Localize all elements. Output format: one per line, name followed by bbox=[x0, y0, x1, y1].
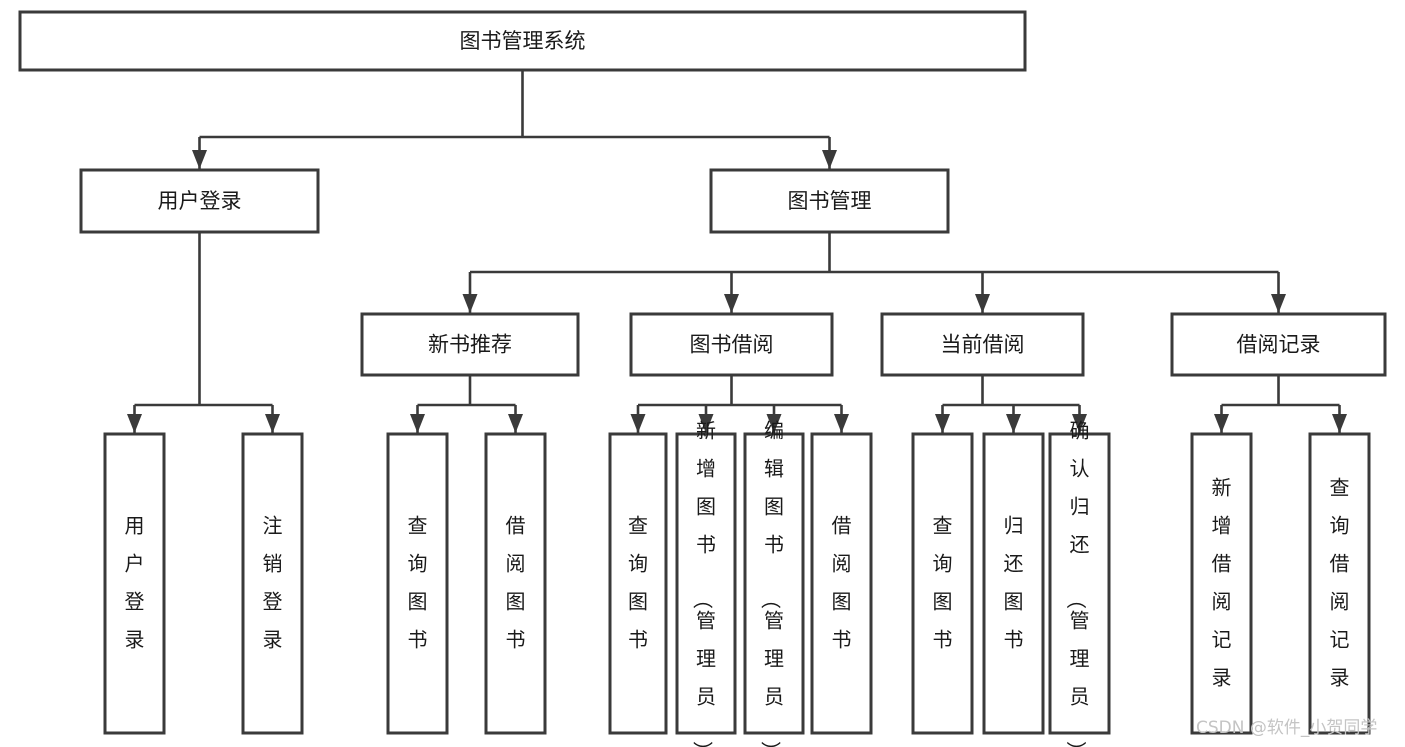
node-label: 查询借阅记录 bbox=[1330, 475, 1350, 689]
node-label: 新增借阅记录 bbox=[1212, 475, 1232, 689]
node-leaf-nb-borrow[interactable]: 借阅图书 bbox=[484, 432, 547, 735]
node-leaf-user-logout[interactable]: 注销登录 bbox=[241, 432, 304, 735]
node-box bbox=[675, 432, 737, 735]
node-label: 归还图书 bbox=[1004, 513, 1024, 651]
connector-layer bbox=[127, 70, 1347, 433]
node-box bbox=[103, 432, 166, 735]
node-box bbox=[709, 168, 950, 234]
node-login[interactable]: 用户登录 bbox=[79, 168, 320, 234]
node-label: 用户登录 bbox=[158, 189, 242, 213]
node-leaf-re-query[interactable]: 查询借阅记录 bbox=[1308, 432, 1371, 735]
node-box bbox=[608, 432, 668, 735]
node-box bbox=[79, 168, 320, 234]
node-box bbox=[18, 10, 1027, 72]
csdn-watermark: CSDN @软件_小贺同学 bbox=[1196, 718, 1377, 738]
arrowhead-icon bbox=[935, 414, 950, 433]
arrowhead-icon bbox=[265, 414, 280, 433]
arrowhead-icon bbox=[192, 150, 207, 169]
node-box bbox=[484, 432, 547, 735]
node-leaf-user-login[interactable]: 用户登录 bbox=[103, 432, 166, 735]
node-leaf-cu-query[interactable]: 查询图书 bbox=[911, 432, 974, 735]
node-label: 注销登录 bbox=[263, 513, 283, 651]
node-box bbox=[1190, 432, 1253, 735]
arrowhead-icon bbox=[724, 294, 739, 313]
node-leaf-re-add[interactable]: 新增借阅记录 bbox=[1190, 432, 1253, 735]
node-leaf-cu-return[interactable]: 归还图书 bbox=[982, 432, 1045, 735]
node-leaf-bo-borrow[interactable]: 借阅图书 bbox=[810, 432, 873, 735]
node-label: 借阅记录 bbox=[1237, 333, 1321, 357]
node-box bbox=[241, 432, 304, 735]
node-leaf-bo-query[interactable]: 查询图书 bbox=[608, 432, 668, 735]
node-root[interactable]: 图书管理系统 bbox=[18, 10, 1027, 72]
node-label: 用户登录 bbox=[125, 513, 145, 651]
node-box bbox=[880, 312, 1085, 377]
arrowhead-icon bbox=[834, 414, 849, 433]
node-box bbox=[629, 312, 834, 377]
arrowhead-icon bbox=[698, 414, 714, 433]
node-box bbox=[743, 432, 805, 735]
arrowhead-icon bbox=[508, 414, 523, 433]
node-label: 当前借阅 bbox=[941, 333, 1025, 357]
node-box bbox=[1308, 432, 1371, 735]
node-label: 借阅图书 bbox=[832, 513, 852, 651]
node-label: 新书推荐 bbox=[428, 333, 512, 357]
node-leaf-nb-query[interactable]: 查询图书 bbox=[386, 432, 449, 735]
node-box bbox=[810, 432, 873, 735]
node-box bbox=[386, 432, 449, 735]
arrowhead-icon bbox=[630, 414, 646, 433]
arrowhead-icon bbox=[822, 150, 837, 169]
arrowhead-icon bbox=[1072, 414, 1087, 433]
node-label: 查询图书 bbox=[933, 513, 953, 651]
arrowhead-icon bbox=[127, 414, 142, 433]
node-label: 新增图书（管理员） bbox=[691, 418, 716, 747]
node-label: 图书借阅 bbox=[690, 333, 774, 357]
node-box bbox=[911, 432, 974, 735]
node-label: 查询图书 bbox=[628, 513, 648, 651]
arrowhead-icon bbox=[1214, 414, 1229, 433]
node-record[interactable]: 借阅记录 bbox=[1170, 312, 1387, 377]
node-label: 借阅图书 bbox=[506, 513, 526, 651]
node-box bbox=[360, 312, 580, 377]
node-current[interactable]: 当前借阅 bbox=[880, 312, 1085, 377]
node-layer: 图书管理系统用户登录图书管理新书推荐图书借阅当前借阅借阅记录用户登录注销登录查询… bbox=[18, 10, 1387, 747]
node-box bbox=[982, 432, 1045, 735]
arrowhead-icon bbox=[975, 294, 990, 313]
node-borrow[interactable]: 图书借阅 bbox=[629, 312, 834, 377]
node-newbook[interactable]: 新书推荐 bbox=[360, 312, 580, 377]
node-label: 图书管理 bbox=[788, 189, 872, 213]
arrowhead-icon bbox=[766, 414, 782, 433]
node-leaf-cu-confirm[interactable]: 确认归还（管理员） bbox=[1048, 418, 1111, 747]
arrowhead-icon bbox=[1271, 294, 1286, 313]
arrowhead-icon bbox=[1332, 414, 1347, 433]
node-leaf-bo-edit[interactable]: 编辑图书（管理员） bbox=[743, 418, 805, 747]
node-leaf-bo-add[interactable]: 新增图书（管理员） bbox=[675, 418, 737, 747]
arrowhead-icon bbox=[1006, 414, 1021, 433]
node-bookmgmt[interactable]: 图书管理 bbox=[709, 168, 950, 234]
node-box bbox=[1170, 312, 1387, 377]
arrowhead-icon bbox=[462, 294, 478, 313]
node-label: 确认归还（管理员） bbox=[1065, 418, 1090, 747]
node-box bbox=[1048, 432, 1111, 735]
node-label: 图书管理系统 bbox=[460, 29, 586, 53]
node-label: 查询图书 bbox=[408, 513, 428, 651]
node-label: 编辑图书（管理员） bbox=[759, 418, 784, 747]
arrowhead-icon bbox=[410, 414, 425, 433]
